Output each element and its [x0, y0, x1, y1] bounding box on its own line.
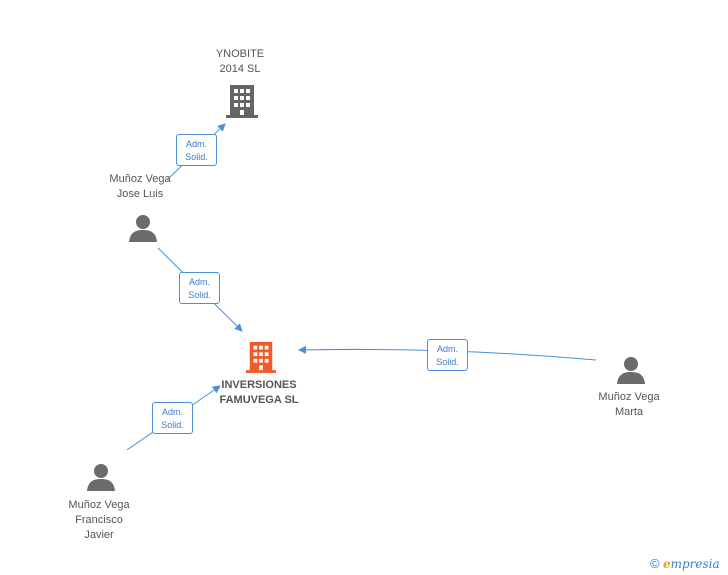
person-name-line: Jose Luis	[116, 188, 164, 200]
person-label-marta[interactable]: Muñoz Vega Marta	[584, 390, 674, 420]
person-icon[interactable]	[616, 355, 646, 385]
brand-logo: empresia	[663, 557, 720, 571]
person-icon[interactable]	[128, 213, 158, 243]
company-label-inversiones[interactable]: INVERSIONES FAMUVEGA SL	[205, 378, 313, 408]
role-line: Solid.	[436, 357, 459, 367]
person-label-francisco[interactable]: Muñoz Vega Francisco Javier	[54, 498, 144, 543]
footer-brand: © empresia	[650, 556, 720, 571]
person-icon[interactable]	[86, 462, 116, 492]
company-name-line: INVERSIONES	[221, 379, 297, 391]
company-name-line: FAMUVEGA SL	[219, 394, 299, 406]
building-icon[interactable]	[226, 84, 258, 118]
role-line: Solid.	[161, 420, 184, 430]
person-name-line: Marta	[614, 406, 644, 418]
company-label-ynobite[interactable]: YNOBITE 2014 SL	[200, 47, 280, 77]
company-name-line: 2014 SL	[219, 63, 261, 75]
person-name-line: Javier	[84, 529, 114, 541]
company-name-line: YNOBITE	[215, 48, 265, 60]
brand-name: mpresia	[670, 557, 720, 571]
role-line: Adm.	[161, 407, 183, 417]
person-name-line: Muñoz Vega	[598, 391, 660, 403]
copyright-icon: ©	[650, 556, 660, 571]
edge-label-francisco-inversiones[interactable]: Adm. Solid.	[152, 402, 193, 434]
person-name-line: Muñoz Vega	[109, 173, 171, 185]
role-line: Solid.	[188, 290, 211, 300]
edge-label-jose-luis-ynobite[interactable]: Adm. Solid.	[176, 134, 217, 166]
person-name-line: Francisco	[75, 514, 123, 526]
person-name-line: Muñoz Vega	[68, 499, 130, 511]
brand-initial: e	[662, 557, 671, 571]
role-line: Adm.	[188, 277, 210, 287]
edge-label-jose-luis-inversiones[interactable]: Adm. Solid.	[179, 272, 220, 304]
building-icon[interactable]	[246, 340, 276, 374]
person-label-jose-luis[interactable]: Muñoz Vega Jose Luis	[95, 172, 185, 202]
role-line: Solid.	[185, 152, 208, 162]
role-line: Adm.	[185, 139, 207, 149]
role-line: Adm.	[436, 344, 458, 354]
edge-label-marta-inversiones[interactable]: Adm. Solid.	[427, 339, 468, 371]
